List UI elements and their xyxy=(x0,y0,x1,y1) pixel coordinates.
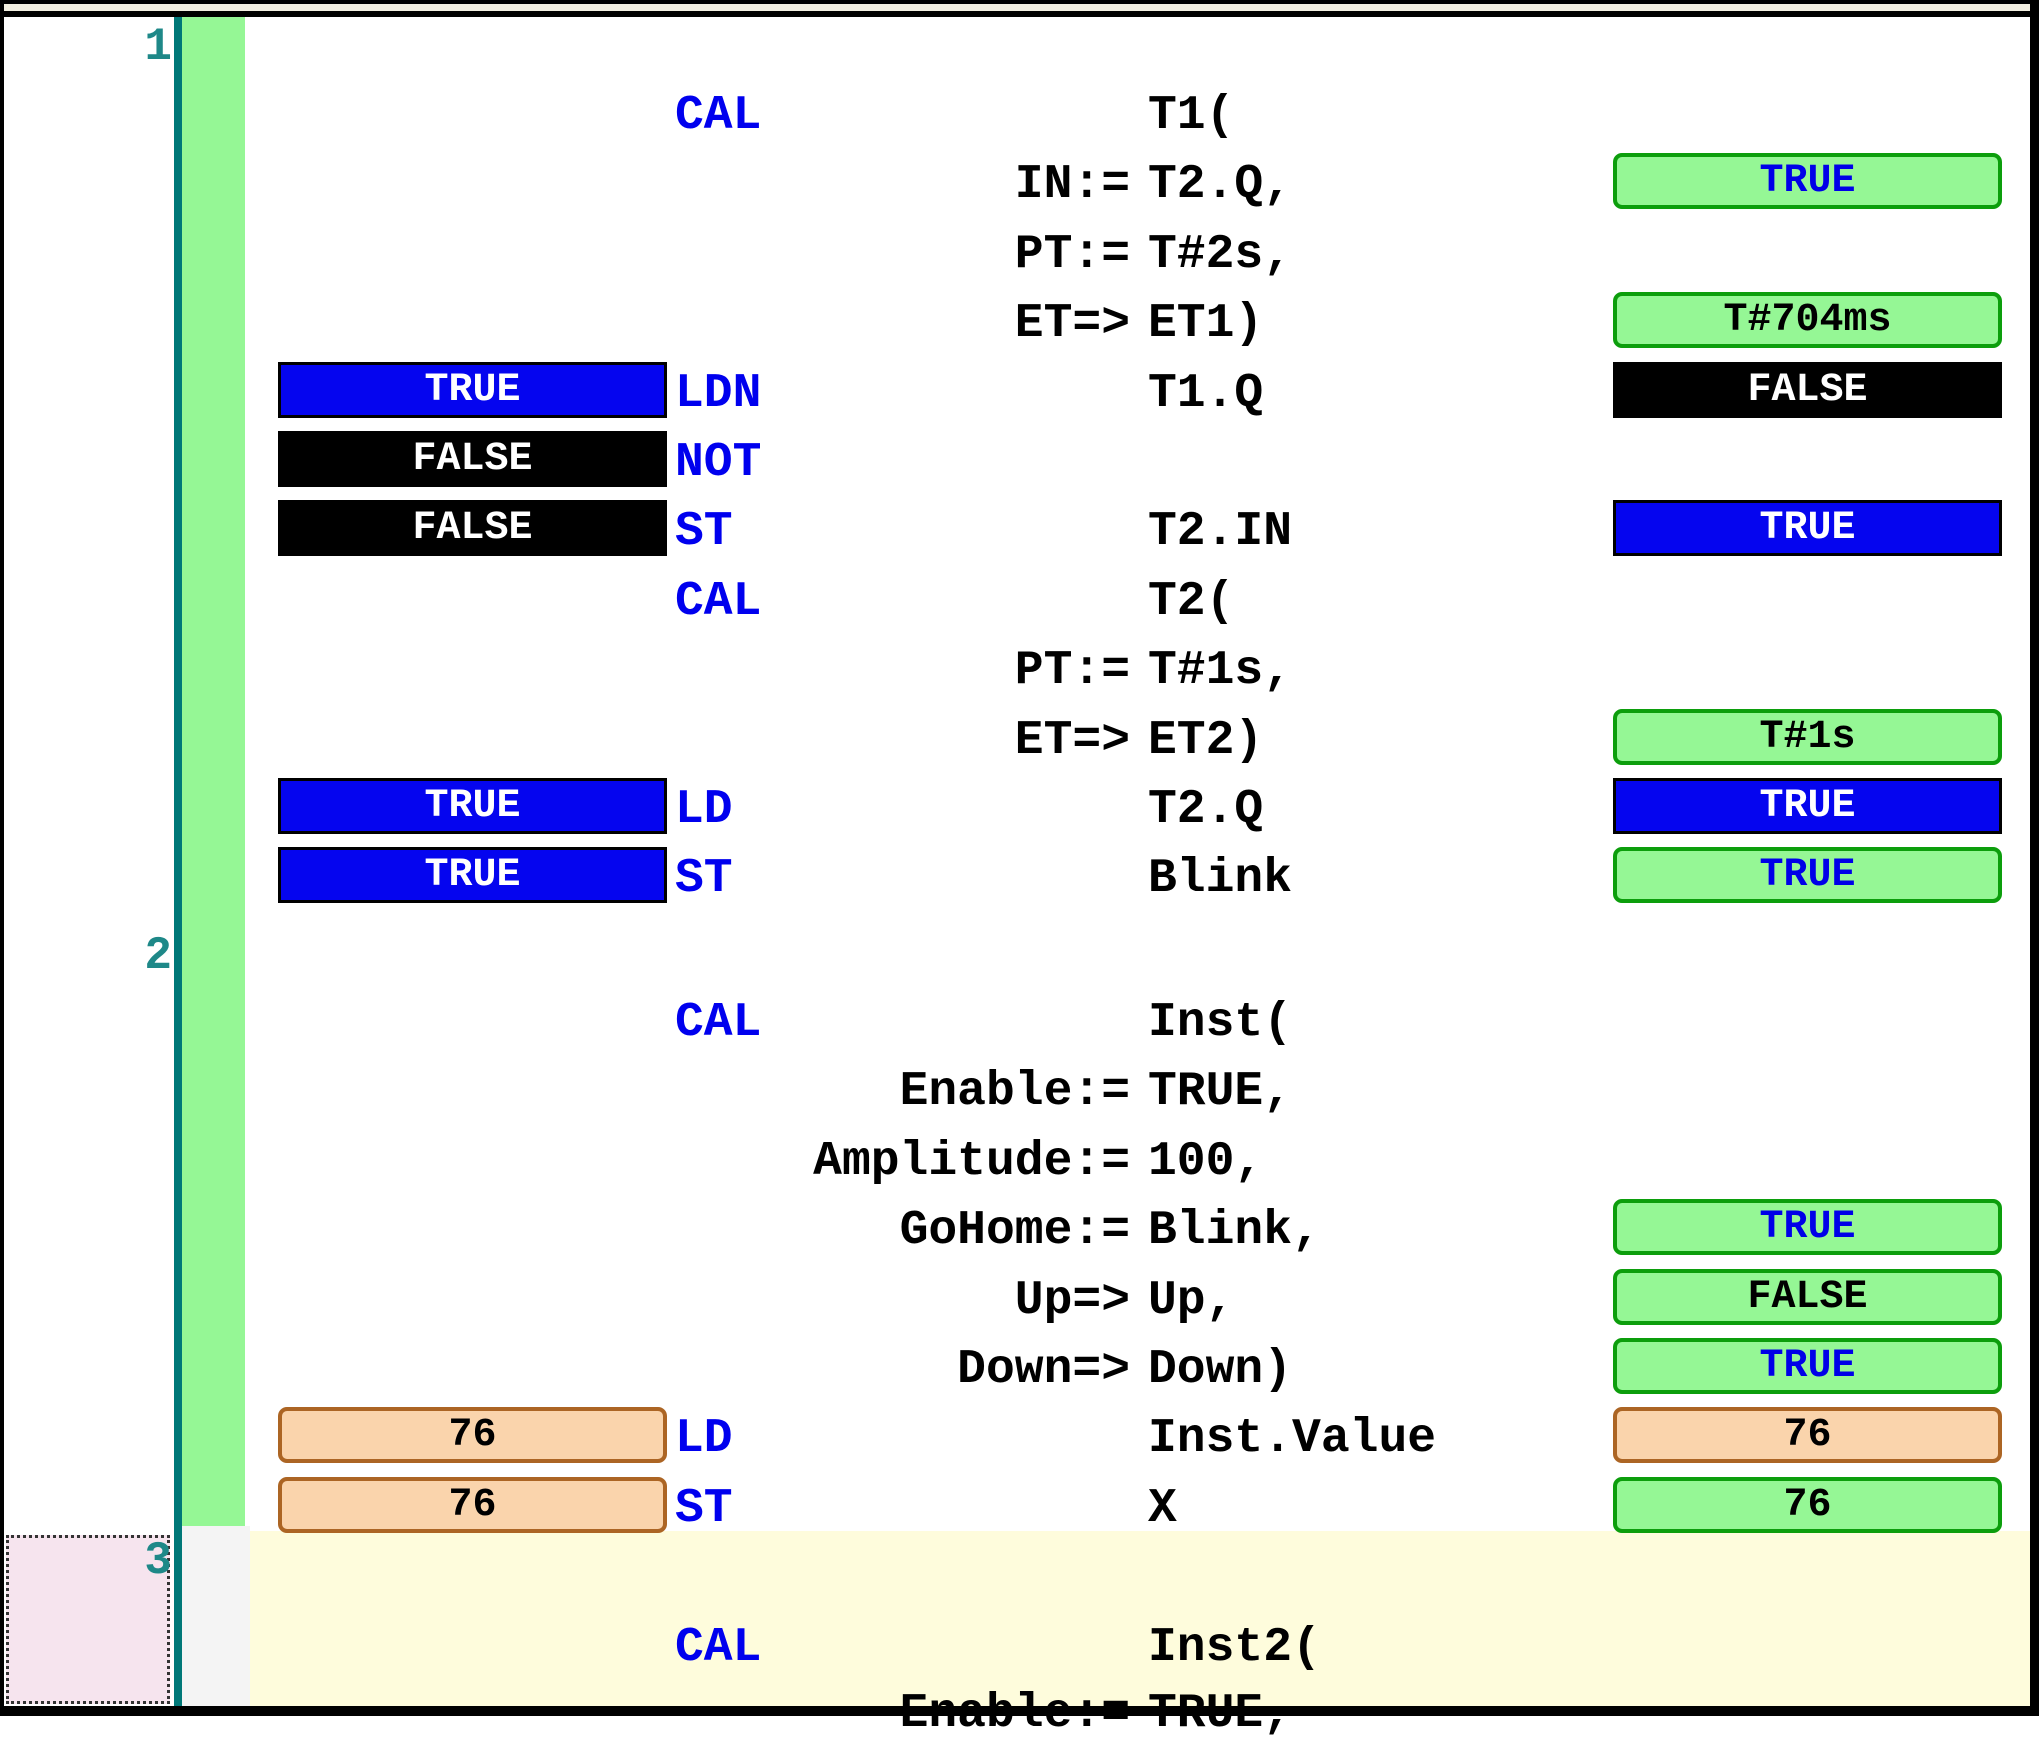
monitor-value-box-right: T#704ms xyxy=(1613,292,2002,348)
window-top-strip xyxy=(0,4,2039,11)
operator-label[interactable]: LDN xyxy=(675,367,762,421)
parameter-label[interactable]: PT:= xyxy=(1014,644,1130,698)
operand-label[interactable]: TRUE, xyxy=(1148,1687,1293,1741)
operand-label[interactable]: T1.Q xyxy=(1148,367,1264,421)
monitor-value-box-right: FALSE xyxy=(1613,362,2002,418)
operand-label[interactable]: T#2s, xyxy=(1148,228,1293,282)
parameter-label[interactable]: ET=> xyxy=(1014,714,1130,768)
monitor-value-box-right: T#1s xyxy=(1613,709,2002,765)
operand-label[interactable]: 100, xyxy=(1148,1135,1264,1189)
monitor-value-box-left: FALSE xyxy=(278,500,667,556)
operand-label[interactable]: T2.Q xyxy=(1148,783,1264,837)
editor-top-rule xyxy=(0,11,2039,17)
window-bottom-border xyxy=(0,1706,2039,1716)
window-left-border xyxy=(0,0,4,1716)
monitor-value-box-left: 76 xyxy=(278,1407,667,1463)
operator-label[interactable]: CAL xyxy=(675,575,762,629)
operator-label[interactable]: LD xyxy=(675,1412,733,1466)
network-number-3[interactable]: 3 xyxy=(144,1535,172,1587)
monitor-value-box-right: TRUE xyxy=(1613,1338,2002,1394)
operand-label[interactable]: Inst( xyxy=(1148,996,1293,1050)
window-right-border xyxy=(2030,0,2039,1716)
monitor-value-box-right: TRUE xyxy=(1613,153,2002,209)
operand-label[interactable]: ET2) xyxy=(1148,714,1264,768)
operand-label[interactable]: Down) xyxy=(1148,1343,1293,1397)
parameter-label[interactable]: Enable:= xyxy=(899,1065,1130,1119)
monitor-value-box-right: TRUE xyxy=(1613,1199,2002,1255)
gutter-column-network-3 xyxy=(182,1526,250,1706)
operand-label[interactable]: T1( xyxy=(1148,89,1235,143)
operator-label[interactable]: CAL xyxy=(675,996,762,1050)
monitor-value-box-left: FALSE xyxy=(278,431,667,487)
network-number-1[interactable]: 1 xyxy=(144,21,172,73)
parameter-label[interactable]: PT:= xyxy=(1014,228,1130,282)
monitor-value-box-right: 76 xyxy=(1613,1477,2002,1533)
monitor-value-box-left: TRUE xyxy=(278,778,667,834)
monitor-value-box-right: TRUE xyxy=(1613,778,2002,834)
operator-label[interactable]: ST xyxy=(675,1482,733,1536)
operator-label[interactable]: CAL xyxy=(675,89,762,143)
operator-label[interactable]: ST xyxy=(675,505,733,559)
network-number-2[interactable]: 2 xyxy=(144,930,172,982)
monitor-value-box-right: TRUE xyxy=(1613,500,2002,556)
operand-label[interactable]: T2.IN xyxy=(1148,505,1293,559)
operand-label[interactable]: Inst.Value xyxy=(1148,1412,1437,1466)
parameter-label[interactable]: IN:= xyxy=(1014,158,1130,212)
monitor-value-box-left: TRUE xyxy=(278,847,667,903)
monitor-value-box-right: TRUE xyxy=(1613,847,2002,903)
operator-label[interactable]: LD xyxy=(675,783,733,837)
parameter-label[interactable]: ET=> xyxy=(1014,297,1130,351)
operator-label[interactable]: ST xyxy=(675,852,733,906)
network-selection-marker[interactable] xyxy=(6,1535,170,1704)
parameter-label[interactable]: Enable:= xyxy=(899,1687,1130,1741)
parameter-label[interactable]: Down=> xyxy=(957,1343,1130,1397)
parameter-label[interactable]: Amplitude:= xyxy=(813,1135,1130,1189)
operator-label[interactable]: CAL xyxy=(675,1621,762,1675)
window-top-border xyxy=(0,0,2039,4)
monitor-value-box-right: FALSE xyxy=(1613,1269,2002,1325)
operand-label[interactable]: T#1s, xyxy=(1148,644,1293,698)
monitor-value-box-left: 76 xyxy=(278,1477,667,1533)
operand-label[interactable]: TRUE, xyxy=(1148,1065,1293,1119)
monitor-value-box-right: 76 xyxy=(1613,1407,2002,1463)
operand-label[interactable]: Inst2( xyxy=(1148,1621,1321,1675)
operand-label[interactable]: Up, xyxy=(1148,1274,1235,1328)
operand-label[interactable]: Blink xyxy=(1148,852,1293,906)
selected-network-background[interactable] xyxy=(250,1531,2030,1706)
operand-label[interactable]: Blink, xyxy=(1148,1204,1321,1258)
gutter-separator-line xyxy=(174,17,182,1706)
monitor-value-box-left: TRUE xyxy=(278,362,667,418)
execution-status-bar xyxy=(182,17,245,1526)
parameter-label[interactable]: Up=> xyxy=(1014,1274,1130,1328)
operand-label[interactable]: T2( xyxy=(1148,575,1235,629)
operand-label[interactable]: T2.Q, xyxy=(1148,158,1293,212)
parameter-label[interactable]: GoHome:= xyxy=(899,1204,1130,1258)
operand-label[interactable]: X xyxy=(1148,1482,1177,1536)
operator-label[interactable]: NOT xyxy=(675,436,762,490)
operand-label[interactable]: ET1) xyxy=(1148,297,1264,351)
